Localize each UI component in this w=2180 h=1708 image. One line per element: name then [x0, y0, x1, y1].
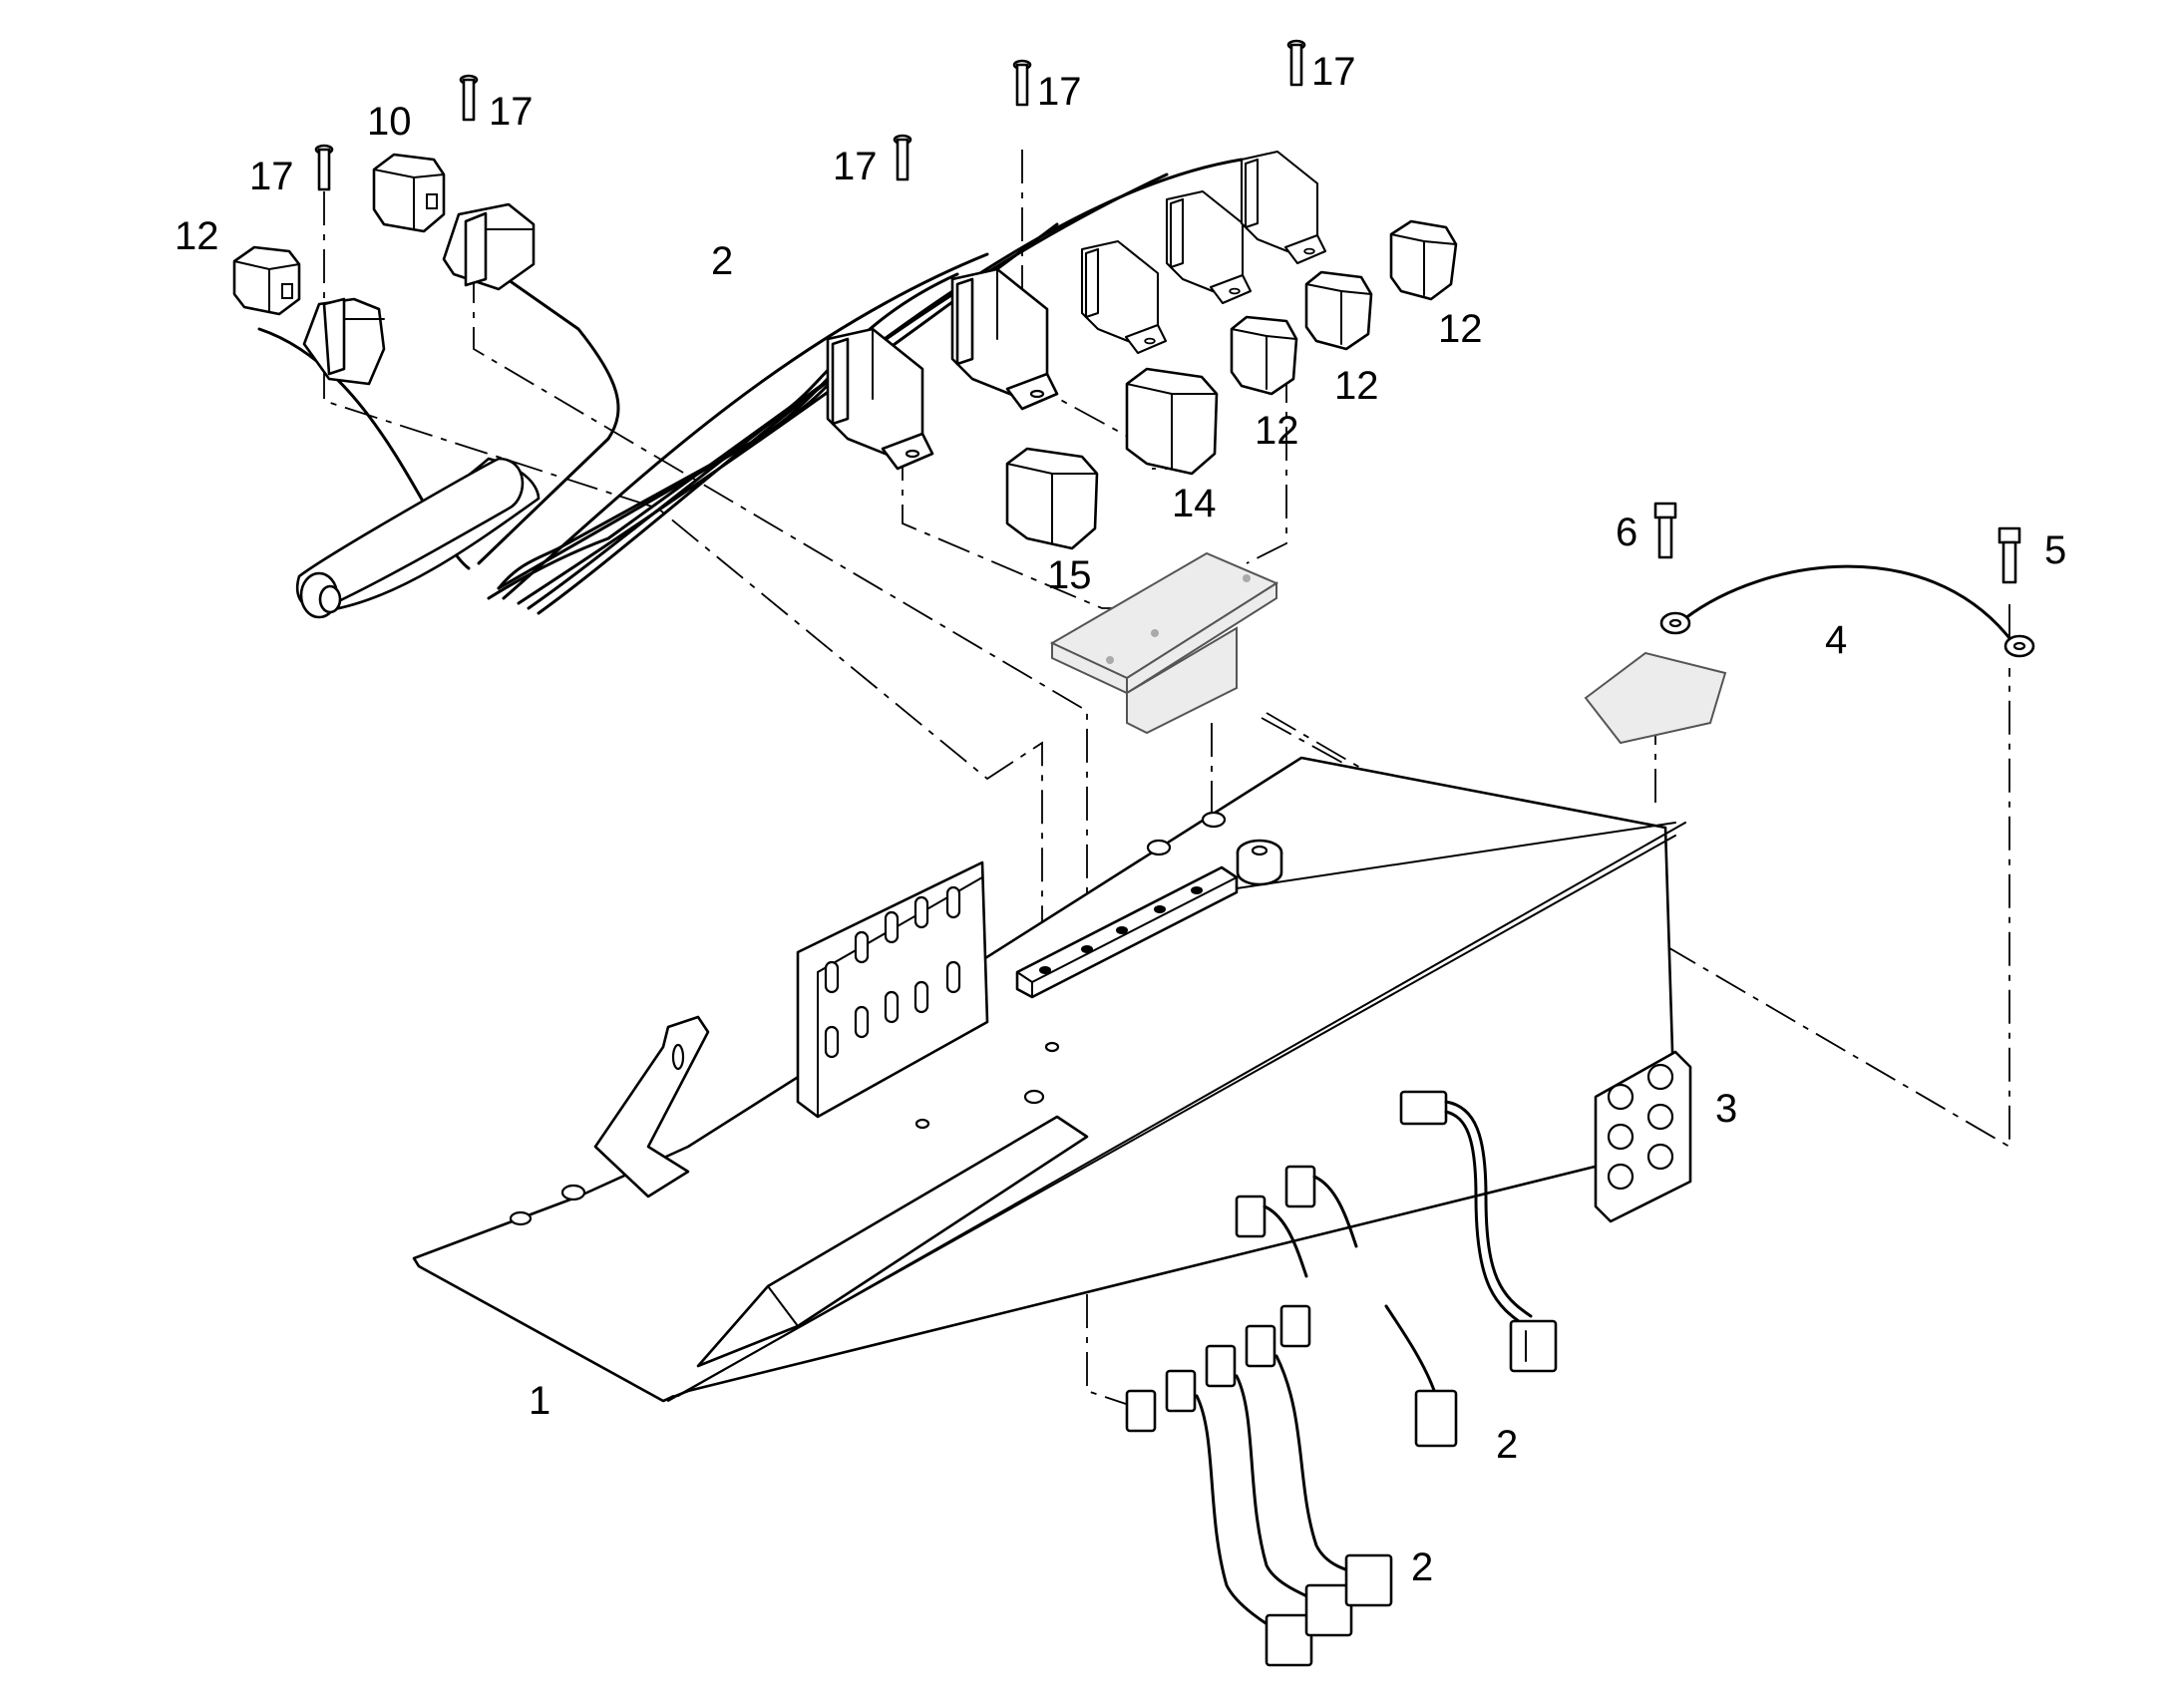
- callout-17-d: 17: [1037, 70, 1082, 114]
- screws: [314, 39, 1306, 191]
- callout-1: 1: [529, 1379, 550, 1423]
- ground-strap: [1584, 502, 2035, 745]
- relay-12-c: [1230, 315, 1298, 396]
- connector-jumpers: [1125, 1090, 1558, 1667]
- relays: [232, 153, 1458, 550]
- callout-4: 4: [1825, 618, 1847, 662]
- callout-2-c: 2: [1411, 1545, 1433, 1589]
- callout-2-b: 2: [1496, 1423, 1518, 1467]
- relay-12-left: [232, 245, 301, 316]
- relay-socket-bracket: [1049, 551, 1279, 735]
- base-plate: [412, 756, 1686, 1403]
- relay-14: [1125, 367, 1219, 476]
- callout-12-d: 12: [1255, 409, 1299, 453]
- relay-10: [372, 153, 446, 233]
- callout-17-a: 17: [249, 155, 294, 198]
- callout-12-b: 12: [1438, 307, 1483, 351]
- callout-2-a: 2: [711, 239, 733, 283]
- callout-17-b: 17: [489, 90, 534, 134]
- callout-14: 14: [1172, 482, 1217, 525]
- relay-12-b: [1304, 270, 1373, 351]
- wire-harness: [257, 158, 1244, 619]
- callout-17-c: 17: [833, 145, 878, 188]
- callout-5: 5: [2044, 528, 2066, 572]
- relay-sockets: [302, 150, 1327, 471]
- callout-3: 3: [1715, 1087, 1737, 1131]
- relay-15: [1005, 447, 1099, 550]
- callout-10: 10: [367, 100, 412, 144]
- callout-12-c: 12: [1334, 364, 1379, 408]
- callout-15: 15: [1047, 553, 1092, 597]
- callout-labels: 17 10 17 12 2 17 17 17 12 12 12 14 15 6 …: [175, 50, 2066, 1589]
- fuse-holder-bracket: [796, 860, 989, 1119]
- grommet-pad: [1594, 1050, 1692, 1223]
- terminal-bar: [1015, 865, 1239, 999]
- callout-17-e: 17: [1311, 50, 1356, 94]
- relay-12-a: [1389, 219, 1458, 301]
- callout-12-a: 12: [175, 214, 219, 258]
- callout-6: 6: [1616, 511, 1637, 554]
